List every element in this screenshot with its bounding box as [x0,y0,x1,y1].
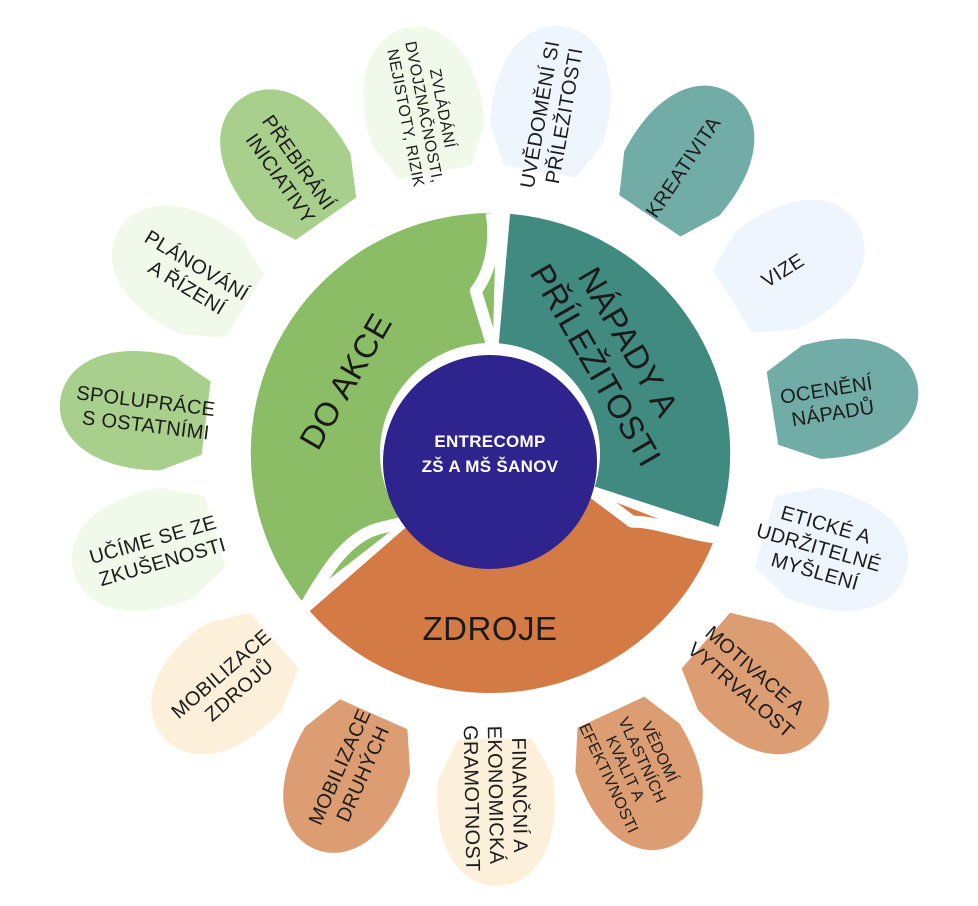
petal-kreativita: KREATIVITA [601,61,781,249]
petal-uvedomeni: UVĚDOMĚNÍ SI PŘÍLEŽITOSTI [481,16,624,190]
separator-top [469,212,500,348]
petal-vize: VIZE [701,173,889,352]
petal-label: FINANČNÍ A EKONOMICKÁ GRAMOTNOST [459,724,533,872]
petal-label-line: GRAMOTNOST [459,725,484,872]
ring-label-zdroje: ZDROJE [423,610,558,647]
ring-segment-napady [498,213,731,527]
petal-spoluprace: SPOLUPRÁCE S OSTATNÍMI [53,341,217,477]
petal-mobilizace-zdroju: MOBILIZACE ZDROJŮ [124,596,313,782]
center-title-line2: ZŠ A MŠ ŠANOV [422,457,559,476]
petal-label-line: EKONOMICKÁ [483,726,508,865]
petal-motivace: MOTIVACE A VYTRVALOST [667,596,856,782]
center-circle [383,355,597,569]
center-title-line1: ENTRECOMP [434,432,545,451]
petal-ucime: UČÍME SE ZE ZKUŠENOSTI [57,475,232,629]
petal-label-line: FINANČNÍ A [507,737,532,853]
ring-segment-akce [250,213,497,601]
separator-left [300,515,410,610]
petal-financni: FINANČNÍ A EKONOMICKÁ GRAMOTNOST [436,724,557,887]
petal-prebirani: PŘEBÍRÁNÍ INICIATIVY [193,64,375,253]
petal-planovani: PLÁNOVÁNÍ A ŘÍZENÍ [88,179,276,357]
petal-zvladani: ZVLÁDÁNÍ DVOJZNAČNOSTI, NEJISTOTY, RIZIK [349,16,494,189]
petal-vedomi: VĚDOMÍ VLASTNÍCH KVALIT A EFEKTIVNOSTI [557,687,727,871]
ring-segment-zdroje [309,492,714,694]
petal-eticke: ETICKÉ A UDRŽITELNÉ MYŠLENÍ [748,475,923,629]
separator-right [588,487,721,544]
petal-mobilizace-druhych: MOBILIZACE DRUHÝCH [260,690,428,873]
petal-oceneni: OCENĚNÍ NÁPADŮ [763,327,927,467]
petal-label: VĚDOMÍ VLASTNÍCH KVALIT A EFEKTIVNOSTI [575,696,694,836]
